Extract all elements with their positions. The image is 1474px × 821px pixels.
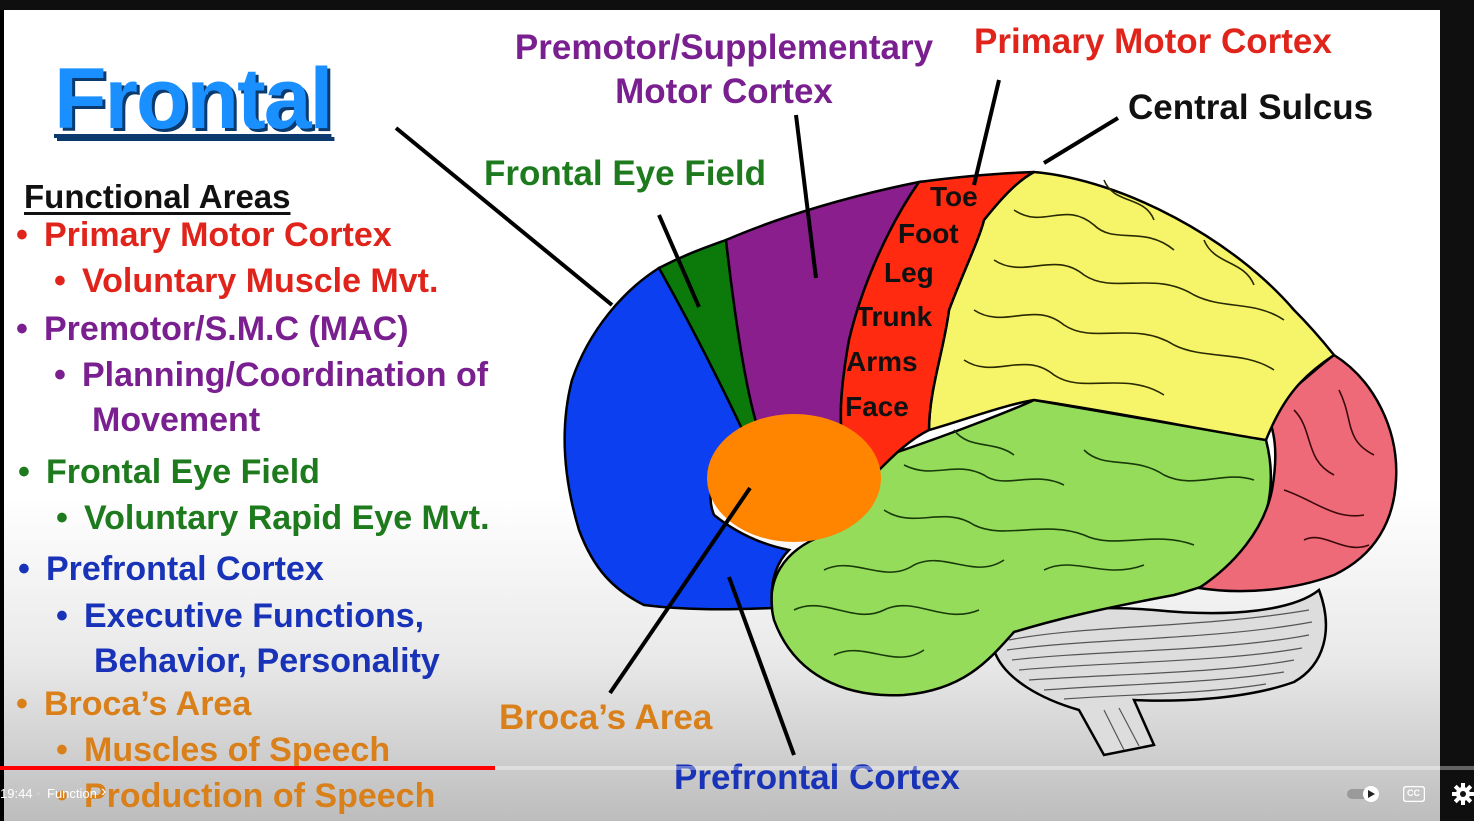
motor-label-face: Face — [845, 391, 909, 422]
slide-subtitle: Functional Areas — [24, 178, 291, 215]
motor-label-arms: Arms — [846, 346, 918, 377]
motor-label-leg: Leg — [884, 257, 934, 288]
bullet-executive-cont: Behavior, Personality — [94, 642, 440, 680]
primary-motor-region — [839, 170, 1035, 472]
label-frontal-eye-field: Frontal Eye Field — [484, 154, 766, 193]
top-bar — [0, 0, 1474, 10]
captions-label: CC — [1407, 788, 1420, 798]
label-primary-motor: Primary Motor Cortex — [974, 22, 1332, 61]
label-central-sulcus: Central Sulcus — [1128, 88, 1374, 127]
autoplay-toggle-icon[interactable] — [1347, 786, 1381, 802]
bullet-executive: •Executive Functions, — [56, 597, 425, 635]
bullet-frontal-eye-field: •Frontal Eye Field — [18, 453, 320, 491]
time-separator: • — [36, 786, 41, 801]
pointer-lines — [394, 79, 1120, 756]
bullet-primary-motor: •Primary Motor Cortex — [16, 216, 392, 254]
slide-title: Frontal — [54, 51, 333, 147]
brain-diagram — [394, 79, 1398, 757]
bullet-brocas: •Broca’s Area — [16, 685, 252, 723]
bullet-planning-cont: Movement — [92, 401, 261, 439]
progress-bar-played — [0, 766, 496, 770]
right-edge-bar — [1440, 10, 1474, 821]
bullet-production-speech: •Production of Speech — [56, 777, 436, 815]
motor-label-trunk: Trunk — [856, 301, 933, 332]
label-premotor-line1: Premotor/Supplementary — [514, 28, 934, 67]
label-premotor-line2: Motor Cortex — [615, 72, 833, 111]
chapter-arrow-icon[interactable]: › — [101, 783, 107, 800]
bullet-premotor: •Premotor/S.M.C (MAC) — [16, 310, 409, 348]
brocas-area-region — [707, 414, 881, 542]
current-time: 19:44 — [0, 786, 33, 801]
settings-gear-icon[interactable] — [1452, 783, 1474, 805]
progress-bar[interactable] — [0, 766, 1474, 770]
motor-label-foot: Foot — [898, 218, 959, 249]
bullet-muscles-speech: •Muscles of Speech — [56, 731, 391, 769]
chapter-title[interactable]: Function — [47, 786, 97, 801]
label-prefrontal-cortex: Prefrontal Cortex — [674, 758, 960, 797]
motor-label-toe: Toe — [930, 181, 978, 212]
lecture-slide: Frontal Functional Areas •Primary Motor … — [4, 10, 1440, 821]
label-brocas-area: Broca’s Area — [499, 698, 713, 737]
captions-icon[interactable]: CC — [1402, 785, 1426, 803]
bullet-voluntary-muscle: •Voluntary Muscle Mvt. — [54, 262, 439, 300]
bullet-rapid-eye: •Voluntary Rapid Eye Mvt. — [56, 499, 490, 537]
bullet-prefrontal: •Prefrontal Cortex — [18, 550, 324, 588]
bullet-planning: •Planning/Coordination of — [54, 356, 489, 394]
label-premotor: Premotor/Supplementary Motor Cortex — [484, 26, 964, 114]
cerebellum — [992, 587, 1328, 757]
